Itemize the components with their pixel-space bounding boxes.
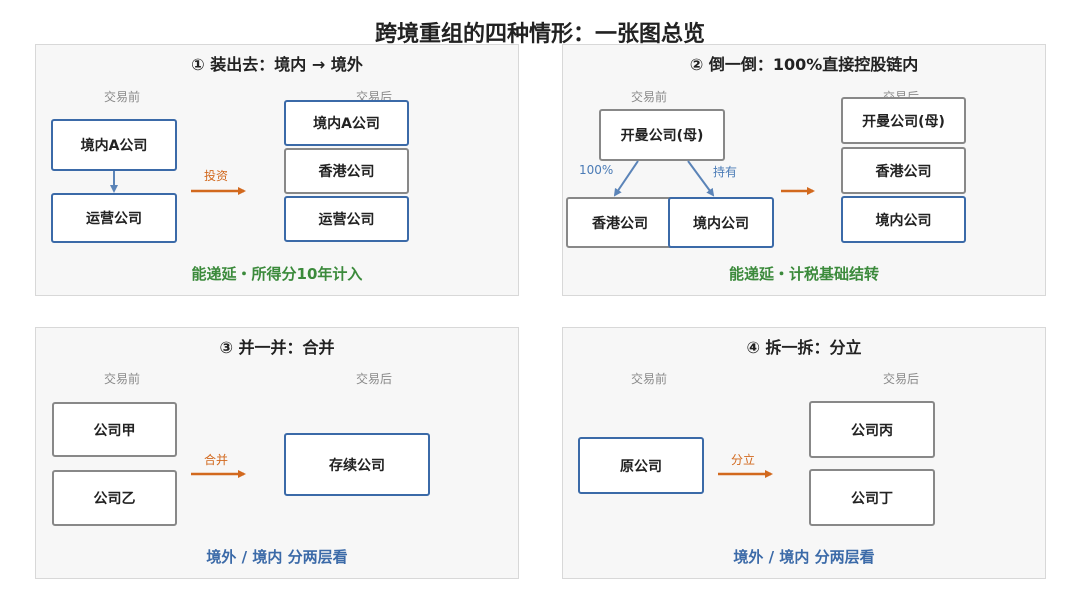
box-domestic-after: 境内公司 [841, 196, 966, 243]
panel-footer: 能递延・所得分10年计入 [191, 265, 363, 283]
before-label: 交易前 [631, 372, 668, 386]
box-cayman-parent-before: 开曼公司(母) [599, 109, 725, 161]
action-label: 合并 [204, 453, 229, 467]
box-hongkong-before: 香港公司 [566, 197, 674, 248]
panel-merger: ③ 并一并：合并 交易前 交易后 公司甲 公司乙 合并 存续公司 境外 / 境内… [35, 327, 519, 579]
box-domestic-a-after: 境内A公司 [284, 100, 409, 146]
box-hongkong-after: 香港公司 [284, 148, 409, 194]
panel4-arrows [718, 470, 773, 478]
box-hongkong-after: 香港公司 [841, 147, 966, 194]
box-operating-before: 运营公司 [51, 193, 177, 243]
box-domestic-a-before: 境内A公司 [51, 119, 177, 171]
after-label: 交易后 [356, 372, 393, 386]
box-company-jia: 公司甲 [52, 402, 177, 457]
panel1-arrows [110, 171, 246, 195]
panel-title: ② 倒一倒：100%直接控股链内 [689, 55, 919, 74]
box-company-yi: 公司乙 [52, 470, 177, 526]
diagram-title: 跨境重组的四种情形：一张图总览 [374, 22, 705, 47]
box-operating-after: 运营公司 [284, 196, 409, 242]
panel2-arrows [613, 160, 815, 197]
panel-title: ④ 拆一拆：分立 [746, 338, 862, 357]
edge-arrow-icon [613, 160, 639, 197]
box-original-company: 原公司 [578, 437, 704, 494]
panel-split: ④ 拆一拆：分立 交易前 交易后 原公司 分立 公司丙 公司丁 境外 / 境内 … [562, 327, 1046, 579]
panel3-arrows [191, 470, 246, 478]
edge-arrow-icon [687, 160, 715, 197]
panel-restructure: ② 倒一倒：100%直接控股链内 交易前 交易后 开曼公司(母) 香港公司 境内… [562, 44, 1046, 296]
edge-label-hold: 持有 [713, 165, 738, 179]
before-label: 交易前 [631, 90, 668, 104]
panel-title: ③ 并一并：合并 [219, 338, 335, 357]
action-label: 分立 [731, 453, 756, 467]
panel-footer: 境外 / 境内 分两层看 [733, 548, 875, 566]
edge-label-100: 100% [579, 163, 614, 177]
box-company-bing: 公司丙 [809, 401, 935, 458]
box-domestic-before: 境内公司 [668, 197, 774, 248]
panel-footer: 境外 / 境内 分两层看 [206, 548, 348, 566]
before-label: 交易前 [104, 90, 141, 104]
before-label: 交易前 [104, 372, 141, 386]
box-cayman-parent-after: 开曼公司(母) [841, 97, 966, 144]
panel-export: ① 装出去：境内 → 境外 交易前 交易后 境内A公司 运营公司 投资 境内A公… [35, 44, 519, 296]
after-label: 交易后 [883, 372, 920, 386]
action-label: 投资 [204, 169, 229, 183]
box-surviving-company: 存续公司 [284, 433, 430, 496]
box-company-ding: 公司丁 [809, 469, 935, 526]
panel-footer: 能递延・计税基础结转 [728, 265, 879, 283]
panel-title: ① 装出去：境内 → 境外 [191, 55, 363, 74]
